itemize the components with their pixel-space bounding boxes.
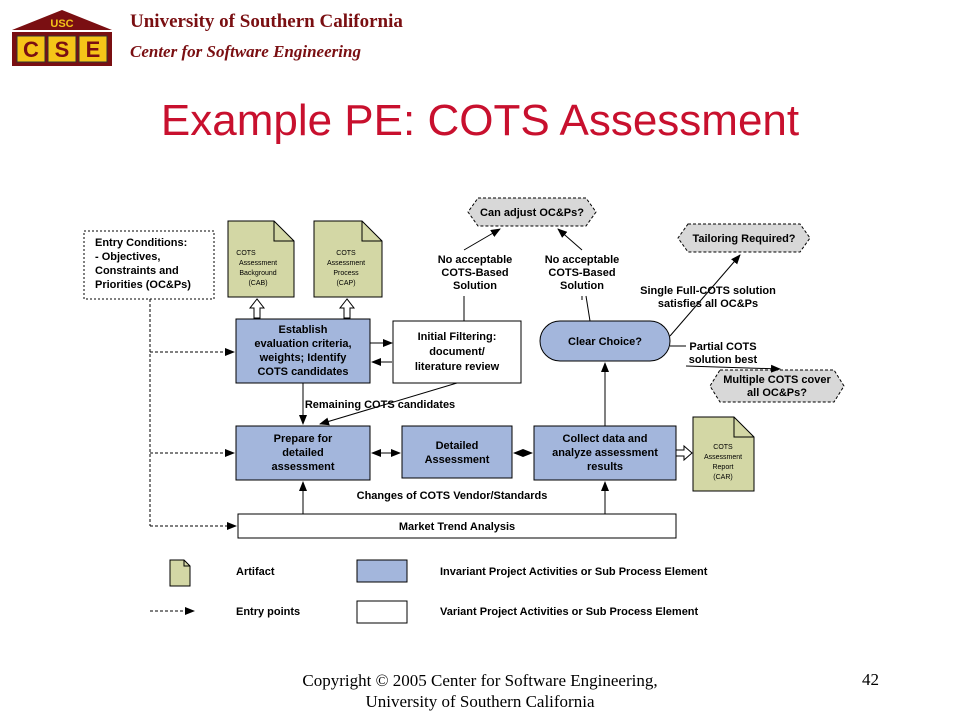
label-no-acceptable-right: No acceptable COTS-Based Solution	[545, 254, 620, 292]
market-trend-box: Market Trend Analysis	[237, 513, 677, 539]
svg-text:Market Trend Analysis: Market Trend Analysis	[399, 521, 515, 533]
artifact-cab: COTS Assessment Background (CAB)	[227, 220, 295, 298]
assessment-row-arrows	[371, 362, 693, 462]
svg-text:COTS candidates: COTS candidates	[257, 366, 348, 378]
svg-text:Assessment: Assessment	[239, 260, 277, 267]
svg-text:solution best: solution best	[689, 354, 758, 366]
svg-text:Single Full-COTS solution: Single Full-COTS solution	[640, 285, 776, 297]
legend-invariant-swatch	[356, 559, 408, 583]
legend-invariant-label: Invariant Project Activities or Sub Proc…	[440, 566, 708, 578]
label-changes-vendor: Changes of COTS Vendor/Standards	[357, 490, 548, 502]
svg-text:Solution: Solution	[453, 280, 497, 292]
label-no-acceptable-left: No acceptable COTS-Based Solution	[438, 254, 513, 292]
svg-text:Prepare for: Prepare for	[274, 433, 333, 445]
svg-text:Entry Conditions:: Entry Conditions:	[95, 237, 187, 249]
can-adjust-decision: Can adjust OC&Ps?	[467, 197, 597, 227]
svg-text:Priorities (OC&Ps): Priorities (OC&Ps)	[95, 279, 191, 291]
legend-entry-label: Entry points	[236, 606, 300, 618]
label-remaining-cots: Remaining COTS candidates	[305, 399, 455, 411]
prepare-assessment-box: Prepare for detailed assessment	[235, 425, 371, 481]
artifact-output-arrows	[248, 298, 356, 319]
svg-text:all OC&Ps?: all OC&Ps?	[747, 387, 807, 399]
svg-text:weights; Identify: weights; Identify	[259, 352, 348, 364]
svg-text:Report: Report	[712, 464, 733, 471]
svg-text:assessment: assessment	[272, 461, 335, 473]
svg-text:Establish: Establish	[279, 324, 328, 336]
detailed-assessment-box: Detailed Assessment	[401, 425, 513, 479]
svg-text:Background: Background	[239, 270, 276, 277]
legend: Artifact Entry points Invariant Project …	[150, 559, 708, 624]
footer-copyright: Copyright © 2005 Center for Software Eng…	[302, 671, 658, 711]
svg-text:detailed: detailed	[282, 447, 324, 459]
svg-text:E: E	[86, 37, 101, 62]
legend-variant-label: Variant Project Activities or Sub Proces…	[440, 606, 699, 618]
artifact-car: COTS Assessment Report (CAR)	[692, 416, 755, 492]
svg-text:COTS: COTS	[336, 250, 356, 257]
svg-text:(CAP): (CAP)	[336, 280, 355, 287]
svg-text:Constraints and: Constraints and	[95, 265, 179, 277]
svg-text:Process: Process	[333, 270, 359, 277]
collect-data-box: Collect data and analyze assessment resu…	[533, 425, 677, 481]
svg-text:Assessment: Assessment	[327, 260, 365, 267]
svg-text:results: results	[587, 461, 623, 473]
entry-conditions-box: Entry Conditions: - Objectives, Constrai…	[83, 230, 215, 300]
artifact-cap: COTS Assessment Process (CAP)	[313, 220, 383, 298]
svg-text:COTS-Based: COTS-Based	[441, 267, 508, 279]
svg-text:USC: USC	[50, 18, 73, 30]
svg-text:Tailoring Required?: Tailoring Required?	[692, 233, 795, 245]
initial-filtering-box: Initial Filtering: document/ literature …	[392, 320, 522, 384]
clear-choice-decision: Clear Choice?	[539, 320, 671, 362]
legend-artifact-icon	[169, 559, 191, 587]
svg-text:literature review: literature review	[415, 361, 500, 373]
svg-text:Initial Filtering:: Initial Filtering:	[418, 331, 497, 343]
multiple-cots-decision: Multiple COTS cover all OC&Ps?	[709, 369, 845, 403]
svg-text:Can adjust OC&Ps?: Can adjust OC&Ps?	[480, 207, 584, 219]
entry-point-lines	[149, 299, 237, 530]
svg-text:analyze assessment: analyze assessment	[552, 447, 658, 459]
svg-text:No acceptable: No acceptable	[545, 254, 620, 266]
svg-text:evaluation criteria,: evaluation criteria,	[254, 338, 351, 350]
svg-text:Assessment: Assessment	[704, 454, 742, 461]
decision-arrows	[463, 228, 781, 373]
svg-text:Partial COTS: Partial COTS	[689, 341, 756, 353]
center-name: Center for Software Engineering	[130, 42, 361, 61]
label-single-full-cots: Single Full-COTS solution satisfies all …	[640, 285, 776, 310]
svg-text:satisfies all OC&Ps: satisfies all OC&Ps	[658, 298, 758, 310]
svg-text:S: S	[55, 37, 70, 62]
tailoring-required-decision: Tailoring Required?	[677, 223, 811, 253]
svg-text:No acceptable: No acceptable	[438, 254, 513, 266]
slide-header: USC C S E University of Southern Califor…	[0, 0, 960, 80]
university-name: University of Southern California	[130, 11, 403, 32]
svg-text:C: C	[23, 37, 39, 62]
svg-text:COTS-Based: COTS-Based	[548, 267, 615, 279]
usc-cse-logo: USC C S E	[12, 10, 112, 66]
svg-text:Clear Choice?: Clear Choice?	[568, 336, 642, 348]
page-number: 42	[862, 670, 879, 689]
svg-text:document/: document/	[429, 346, 485, 358]
svg-text:Multiple COTS cover: Multiple COTS cover	[723, 374, 831, 386]
establish-criteria-box: Establish evaluation criteria, weights; …	[235, 318, 371, 384]
slide-title: Example PE: COTS Assessment	[160, 96, 800, 145]
legend-variant-swatch	[356, 600, 408, 624]
label-partial-cots: Partial COTS solution best	[689, 341, 758, 366]
svg-text:- Objectives,: - Objectives,	[95, 251, 160, 263]
svg-text:COTS: COTS	[236, 250, 256, 257]
legend-artifact-label: Artifact	[236, 566, 275, 578]
svg-text:Detailed: Detailed	[436, 440, 479, 452]
svg-text:Collect data and: Collect data and	[563, 433, 648, 445]
svg-text:Assessment: Assessment	[425, 454, 490, 466]
svg-text:(CAR): (CAR)	[713, 474, 732, 481]
svg-text:COTS: COTS	[713, 444, 733, 451]
svg-text:(CAB): (CAB)	[248, 280, 267, 287]
establish-filter-arrows	[299, 339, 458, 426]
market-trend-arrows	[299, 481, 609, 514]
svg-text:Solution: Solution	[560, 280, 604, 292]
